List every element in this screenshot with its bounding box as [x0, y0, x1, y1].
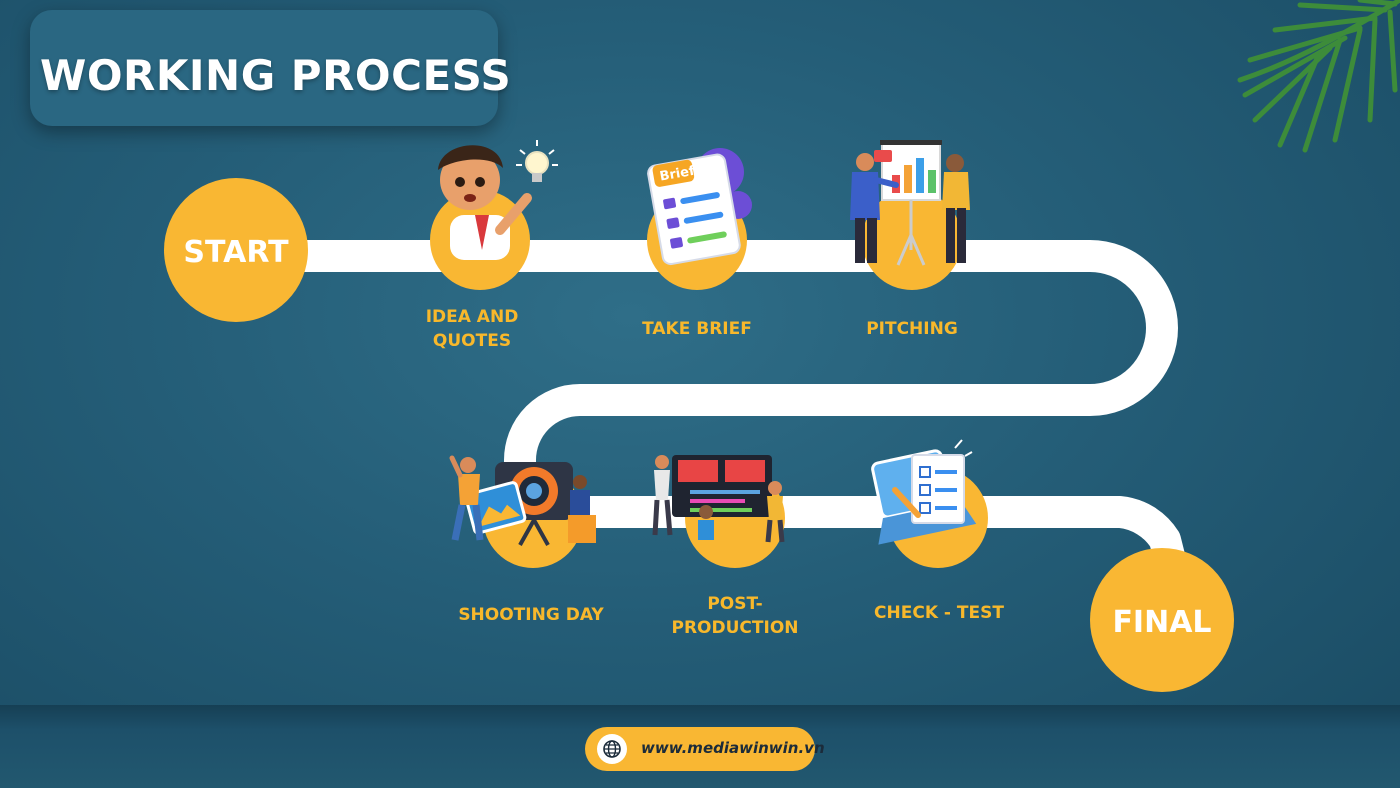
page-title: WORKING PROCESS [40, 51, 512, 100]
step-label-line: PRODUCTION [671, 618, 799, 638]
step-label-idea-and-quotes: IDEA AND QUOTES [377, 305, 567, 353]
process-path [224, 240, 1186, 576]
step-label-pitching: PITCHING [817, 317, 1007, 341]
title-box [30, 10, 498, 126]
step-check-test [871, 439, 988, 568]
step-pitching [850, 140, 970, 290]
step-take-brief: Brief [647, 148, 752, 290]
step-label-line: SHOOTING DAY [458, 605, 604, 625]
globe-icon [597, 734, 627, 764]
website-url: www.mediawinwin.vn [641, 739, 825, 757]
brief-tag: Brief [659, 164, 697, 185]
start-node [164, 178, 308, 322]
step-label-post-production: POST- PRODUCTION [640, 592, 830, 640]
step-label-line: POST- [707, 594, 763, 614]
step-label-line: IDEA AND [425, 307, 519, 327]
step-idea-and-quotes [430, 140, 558, 290]
palm-leaves-decoration [1237, 0, 1400, 153]
idea-person-lightbulb-icon [438, 140, 558, 260]
step-label-check-test: CHECK - TEST [844, 601, 1034, 625]
checklist-laptop-icon [871, 439, 977, 545]
camera-shooting-icon [449, 455, 596, 546]
video-editing-icon [652, 455, 785, 543]
step-post-production [652, 455, 785, 568]
step-shooting-day [449, 455, 596, 568]
website-link[interactable]: www.mediawinwin.vn [585, 727, 825, 771]
step-label-shooting-day: SHOOTING DAY [436, 603, 626, 627]
brief-document-icon: Brief [647, 148, 752, 266]
step-label-line: CHECK - TEST [874, 603, 1004, 623]
pitching-presentation-icon [850, 140, 970, 266]
start-label: START [183, 235, 289, 270]
final-node [1090, 548, 1234, 692]
step-label-line: QUOTES [432, 331, 512, 351]
step-label-line: TAKE BRIEF [642, 319, 752, 339]
step-label-line: PITCHING [866, 319, 958, 339]
step-label-take-brief: TAKE BRIEF [602, 317, 792, 341]
final-label: FINAL [1112, 605, 1211, 640]
